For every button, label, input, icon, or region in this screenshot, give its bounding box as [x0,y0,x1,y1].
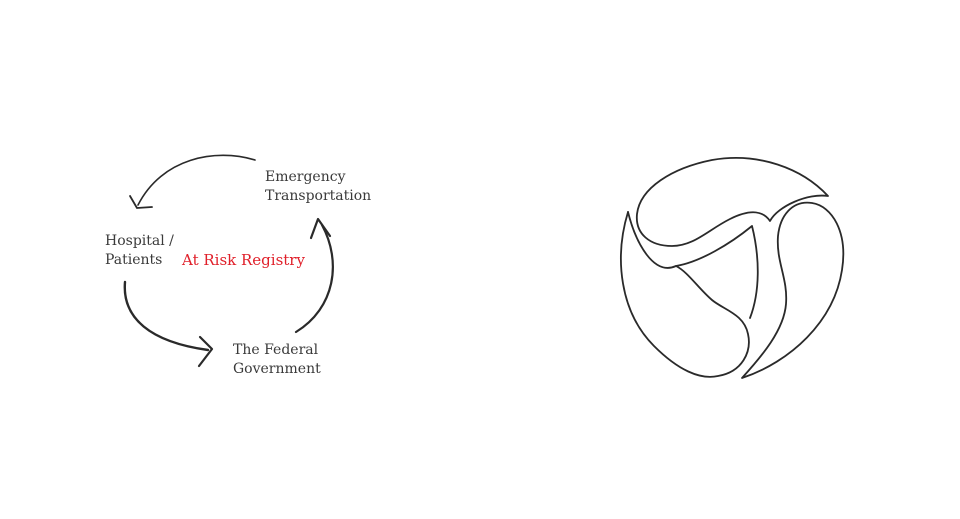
logo-blade-left-tail [627,211,677,269]
logo-blade-left [620,211,759,378]
arrowhead-hospital [129,195,153,209]
arrowhead-emergency [309,217,332,240]
arrow-hospital-to-federal [123,280,210,352]
node-hospital-patients: Hospital / Patients [105,232,174,270]
center-label-at-risk-registry: At Risk Registry [182,251,305,269]
node-label-line: The Federal [233,342,319,358]
logo-blade-right [741,201,845,379]
node-label-line: Hospital / [105,233,174,249]
node-label-line: Transportation [265,188,372,204]
arrowhead-federal [197,335,214,368]
node-emergency-transportation: Emergency Transportation [265,168,371,206]
arrow-federal-to-emergency [294,223,334,334]
node-label-line: Patients [105,252,163,268]
arrow-emergency-to-hospital [137,154,256,206]
logo-blade-top [636,157,829,247]
node-label-line: Government [233,361,321,377]
node-federal-government: The Federal Government [233,341,321,379]
node-label-line: Emergency [265,169,346,185]
